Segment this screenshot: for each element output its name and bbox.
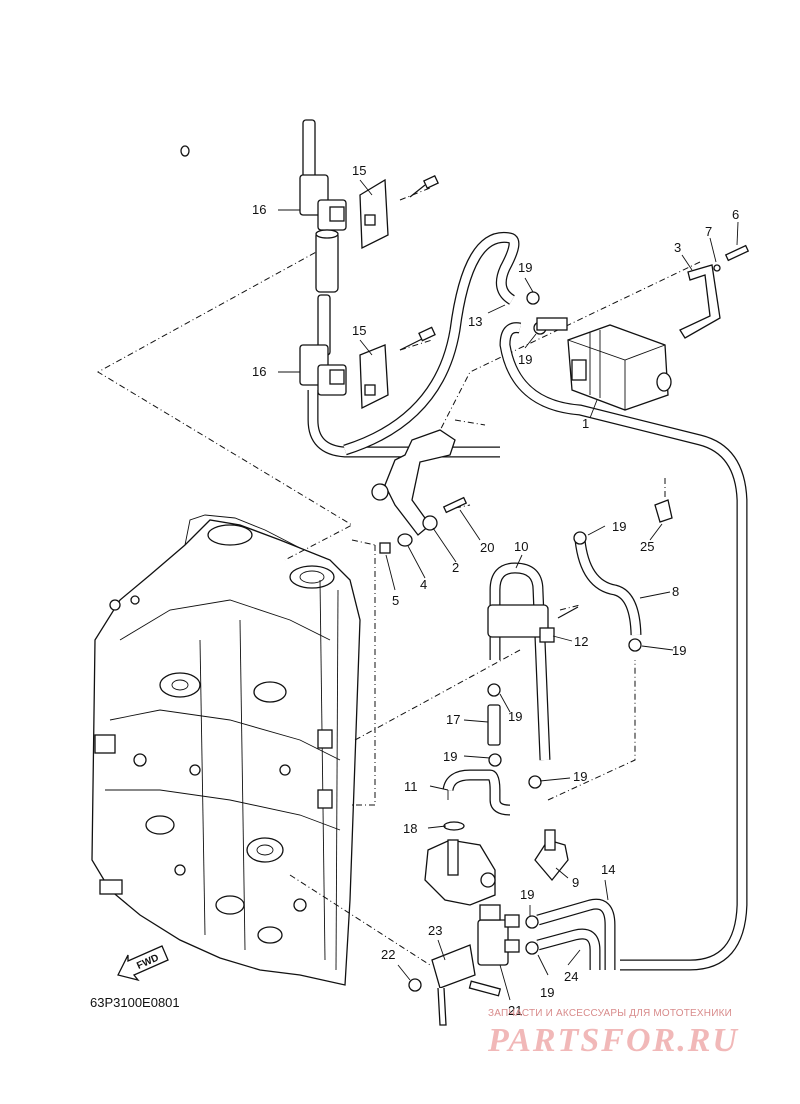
vent-hose-top [180, 84, 313, 157]
callout-23: 23 [428, 923, 442, 938]
callout-14: 14 [601, 862, 615, 877]
watermark-tagline: ЗАПЧАСТИ И АКСЕССУАРЫ ДЛЯ МОТОТЕХНИКИ [488, 1008, 733, 1019]
fuel-filter-upper [299, 119, 439, 293]
bracket-23 [408, 944, 502, 1026]
joint-17-hose-11 [442, 683, 542, 816]
pipe-10 [487, 562, 579, 761]
callout-20: 20 [480, 540, 494, 555]
callout-labels: 1 2 3 4 5 6 7 8 9 10 11 12 13 14 15 15 1… [252, 163, 739, 1018]
callout-25: 25 [640, 539, 654, 554]
callout-8: 8 [672, 584, 679, 599]
hose-8 [573, 531, 642, 652]
hose-13 [343, 231, 748, 971]
canister-1 [536, 317, 672, 411]
callout-17: 17 [446, 712, 460, 727]
callout-2: 2 [452, 560, 459, 575]
fuel-filter-lower [299, 294, 500, 458]
callout-19-f: 19 [443, 749, 457, 764]
callout-19-e: 19 [508, 709, 522, 724]
callout-16-lower: 16 [252, 364, 266, 379]
leader-lines [278, 179, 739, 1001]
callout-13: 13 [468, 314, 482, 329]
callout-7: 7 [705, 224, 712, 239]
callout-3: 3 [674, 240, 681, 255]
watermark-logo: PARTSFOR.RU [488, 1022, 739, 1059]
callout-21: 21 [508, 1003, 522, 1018]
diagram-code: 63P3100E0801 [90, 995, 180, 1010]
engine-block [91, 514, 361, 986]
throttle-body [424, 821, 496, 906]
callout-11: 11 [404, 779, 418, 794]
callout-6: 6 [732, 207, 739, 222]
callout-16-upper: 16 [252, 202, 266, 217]
callout-19-h: 19 [520, 887, 534, 902]
callout-19-b: 19 [518, 352, 532, 367]
callout-9: 9 [572, 875, 579, 890]
callout-19-i: 19 [540, 985, 554, 1000]
callout-5: 5 [392, 593, 399, 608]
valve-9 [534, 829, 569, 882]
callout-19-d: 19 [672, 643, 686, 658]
callout-22: 22 [381, 947, 395, 962]
valve-21 [477, 904, 520, 966]
callout-15-upper: 15 [352, 163, 366, 178]
bracket-2 [371, 429, 468, 554]
callout-10: 10 [514, 539, 528, 554]
callout-12: 12 [574, 634, 588, 649]
callout-19-g: 19 [573, 769, 587, 784]
callout-18: 18 [403, 821, 417, 836]
callout-15-lower: 15 [352, 323, 366, 338]
callout-24: 24 [564, 969, 578, 984]
callout-19-a: 19 [518, 260, 532, 275]
callout-1: 1 [582, 416, 589, 431]
bracket-3 [679, 244, 750, 339]
hoses-14-24 [525, 898, 616, 970]
callout-19-c: 19 [612, 519, 626, 534]
callout-4: 4 [420, 577, 427, 592]
fwd-arrow-icon: FWD [117, 945, 169, 982]
clip-25 [654, 499, 673, 523]
